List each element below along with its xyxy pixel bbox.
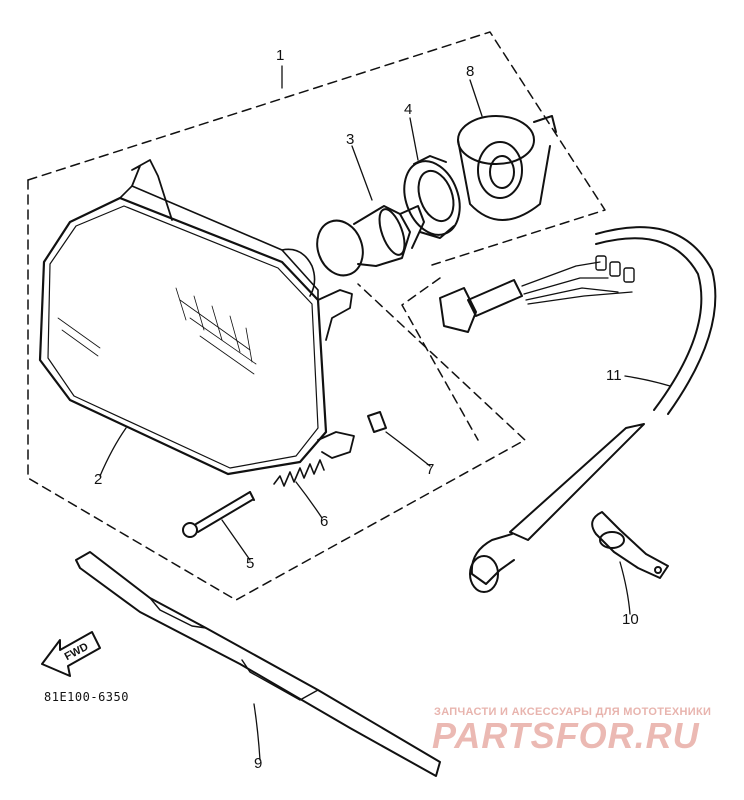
callout-10: 10: [622, 611, 639, 628]
callout-2: 2: [94, 471, 103, 488]
bracket-strip: [75, 551, 441, 777]
callout-5: 5: [246, 555, 255, 572]
leader-lines: [99, 65, 671, 761]
watermark-brand: PARTSFOR.RU: [432, 715, 700, 756]
diagram-code: 81E100-6350: [44, 690, 129, 704]
wire-harness: [439, 226, 717, 593]
forward-arrow-icon: [41, 631, 101, 677]
callout-8: 8: [466, 63, 475, 80]
callout-6: 6: [320, 513, 329, 530]
wire-group-boundary: [401, 277, 479, 441]
headlight-unit: [38, 159, 355, 476]
callout-11: 11: [606, 367, 622, 384]
socket-cover: [457, 115, 557, 221]
spring: [273, 459, 325, 487]
callout-7: 7: [426, 461, 435, 478]
bulb-socket: [403, 155, 461, 239]
callout-4: 4: [404, 101, 413, 118]
callout-9: 9: [254, 755, 263, 772]
callout-1: 1: [276, 47, 285, 64]
bulb: [316, 205, 425, 277]
watermark-tagline: ЗАПЧАСТИ И АКСЕССУАРЫ ДЛЯ МОТОТЕХНИКИ: [434, 706, 712, 718]
adjusting-screw: [182, 491, 255, 538]
clip: [367, 411, 387, 433]
cable-clamp: [591, 511, 669, 579]
callout-3: 3: [346, 131, 355, 148]
assembly-boundary-1: [27, 31, 606, 601]
